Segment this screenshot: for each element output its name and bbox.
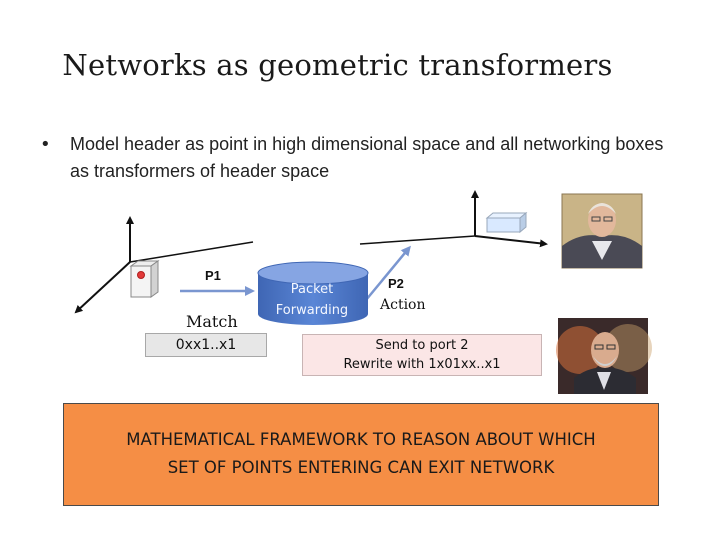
match-label: Match bbox=[186, 312, 238, 331]
packet-forwarding-cylinder bbox=[257, 261, 369, 325]
cylinder-label-line2: Forwarding bbox=[275, 303, 349, 318]
cylinder-label-line1: Packet bbox=[290, 282, 334, 297]
output-arrow bbox=[365, 245, 411, 301]
cylinder-label: Packet Forwarding bbox=[262, 279, 362, 321]
left-axes bbox=[74, 216, 254, 314]
bullet-text: Model header as point in high dimensiona… bbox=[70, 134, 664, 181]
header-point-cube bbox=[129, 260, 160, 298]
match-value-box: 0xx1..x1 bbox=[145, 333, 267, 357]
bullet-marker: • bbox=[40, 134, 51, 155]
transformed-point-box bbox=[485, 211, 528, 234]
right-axes bbox=[359, 190, 548, 248]
action-line2: Rewrite with 1x01xx..x1 bbox=[343, 357, 501, 372]
p1-label: P1 bbox=[205, 268, 221, 283]
callout-line1: MATHEMATICAL FRAMEWORK TO REASON ABOUT W… bbox=[126, 430, 596, 449]
action-line1: Send to port 2 bbox=[375, 338, 469, 353]
portrait-photo-2 bbox=[556, 318, 652, 394]
action-label: Action bbox=[380, 297, 426, 313]
slide-title: Networks as geometric transformers bbox=[62, 48, 613, 82]
callout-line2: SET OF POINTS ENTERING CAN EXIT NETWORK bbox=[167, 458, 555, 477]
p2-label: P2 bbox=[388, 276, 404, 291]
framework-callout: MATHEMATICAL FRAMEWORK TO REASON ABOUT W… bbox=[63, 403, 659, 506]
action-box: Send to port 2 Rewrite with 1x01xx..x1 bbox=[302, 334, 542, 376]
portrait-photo-1 bbox=[561, 193, 643, 269]
